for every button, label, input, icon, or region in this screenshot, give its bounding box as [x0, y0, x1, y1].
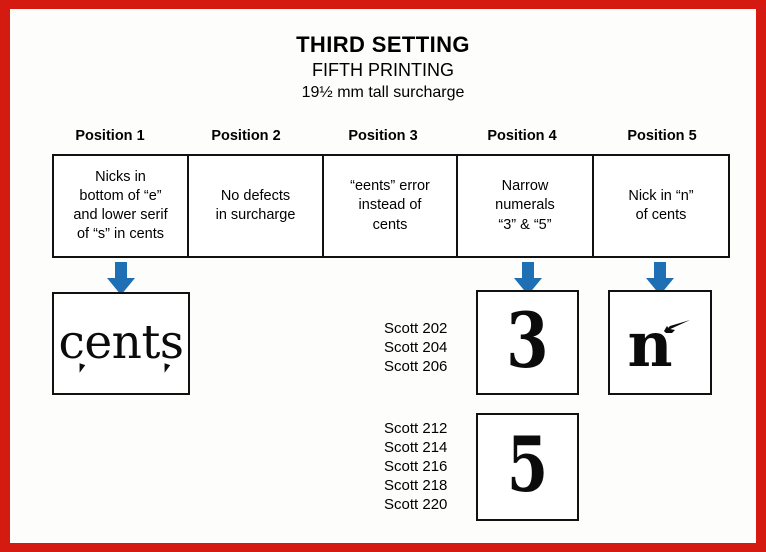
- description-cell-position-5: Nick in “n” of cents: [594, 156, 728, 256]
- specimen-glyph-cents: cents: [58, 315, 184, 370]
- specimen-box-cents: cents: [52, 292, 190, 395]
- scott-number-list-bottom: Scott 212 Scott 214 Scott 216 Scott 218 …: [384, 420, 448, 514]
- description-text-3: “eents” error instead of cents: [350, 178, 430, 233]
- nick-pointer-arrow-icon: [664, 320, 690, 333]
- specimen-glyph-3: 3: [506, 295, 549, 385]
- description-text-1: Nicks in bottom of “e” and lower serif o…: [73, 168, 168, 243]
- specimen-glyph-5: 5: [506, 420, 549, 509]
- page-subtitle: FIFTH PRINTING: [312, 59, 454, 80]
- position-header-row: Position 1 Position 2 Position 3 Positio…: [42, 128, 732, 150]
- description-table: Nicks in bottom of “e” and lower serif o…: [52, 154, 730, 258]
- position-header-1: Position 1: [75, 128, 145, 144]
- description-cell-position-4: Narrow numerals “3” & “5”: [458, 156, 594, 256]
- specimen-box-numeral-5: 5: [476, 413, 579, 521]
- position-header-3: Position 3: [348, 128, 418, 144]
- specimen-box-letter-n: n: [608, 290, 712, 395]
- arrow-down-icon-position-5: [645, 262, 675, 296]
- position-header-4: Position 4: [487, 128, 557, 144]
- description-cell-position-3: “eents” error instead of cents: [324, 156, 458, 256]
- position-header-2: Position 2: [211, 128, 281, 144]
- arrow-down-icon-position-4: [513, 262, 543, 296]
- description-text-2: No defects in surcharge: [215, 187, 296, 223]
- arrow-down-icon-position-1: [106, 262, 136, 296]
- position-header-5: Position 5: [627, 128, 697, 144]
- scott-number-list-top: Scott 202 Scott 204 Scott 206: [384, 320, 448, 376]
- description-text-4: Narrow numerals “3” & “5”: [495, 178, 555, 233]
- specimen-box-numeral-3: 3: [476, 290, 579, 395]
- page-subtitle-detail: 19½ mm tall surcharge: [301, 84, 465, 102]
- page-title: THIRD SETTING: [296, 32, 470, 57]
- description-cell-position-2: No defects in surcharge: [189, 156, 324, 256]
- title-block: THIRD SETTING FIFTH PRINTING 19½ mm tall…: [10, 32, 756, 104]
- specimen-glyph-n: n: [627, 307, 673, 381]
- chart-sheet: THIRD SETTING FIFTH PRINTING 19½ mm tall…: [10, 9, 756, 543]
- description-text-5: Nick in “n” of cents: [628, 187, 694, 223]
- description-cell-position-1: Nicks in bottom of “e” and lower serif o…: [54, 156, 189, 256]
